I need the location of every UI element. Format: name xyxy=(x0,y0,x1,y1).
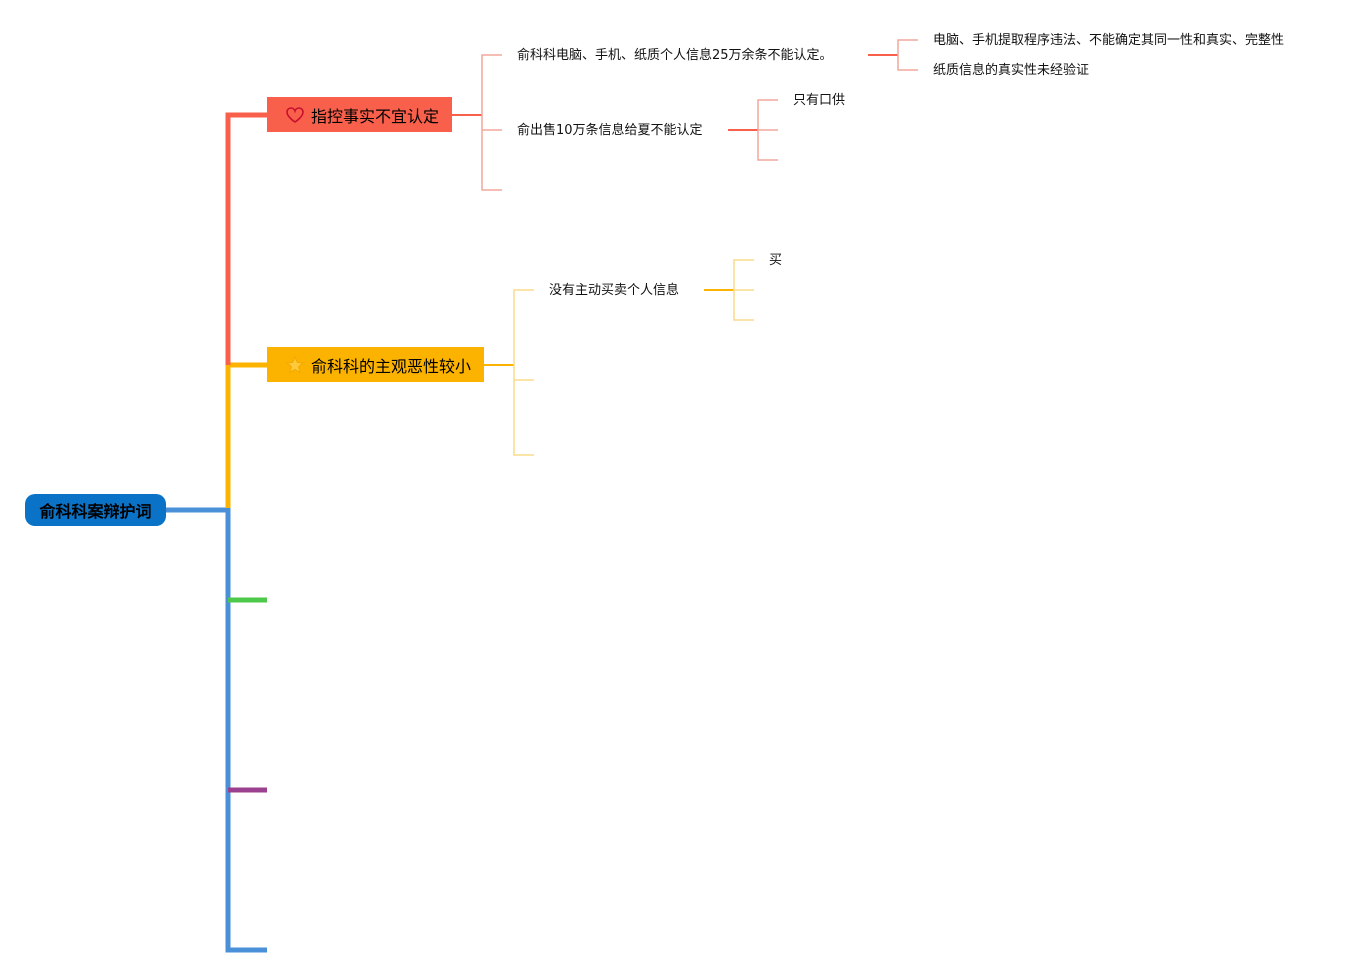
subtopic-1[interactable]: 俞科科电脑、手机、纸质个人信息25万余条不能认定。 xyxy=(517,48,833,63)
subtopic-2[interactable]: 俞出售10万条信息给夏不能认定 xyxy=(517,123,703,138)
heart-icon xyxy=(285,105,305,125)
s3-bracket xyxy=(733,259,754,321)
topic-label-2: 俞科科的主观恶性较小 xyxy=(311,356,472,376)
trunk-line-red xyxy=(225,112,267,365)
subtopic-3-item-1[interactable]: 买 xyxy=(769,253,783,268)
s2-bracket xyxy=(757,99,778,161)
root-node[interactable]: 俞科科案辩护词 xyxy=(25,494,166,526)
t2-bracket xyxy=(513,289,534,456)
subtopic-1-item-1[interactable]: 电脑、手机提取程序违法、不能确定其同一性和真实、完整性 xyxy=(933,33,1285,48)
topic-node-1[interactable]: 指控事实不宜认定 xyxy=(267,97,452,132)
trunk-line-blue xyxy=(166,507,267,953)
star-icon xyxy=(285,355,305,375)
t1-bracket xyxy=(481,54,502,191)
subtopic-3[interactable]: 没有主动买卖个人信息 xyxy=(549,283,680,298)
topic-label-1: 指控事实不宜认定 xyxy=(311,106,440,126)
subtopic-2-item-1[interactable]: 只有口供 xyxy=(793,93,846,108)
subtopic-1-item-2[interactable]: 纸质信息的真实性未经验证 xyxy=(933,63,1090,78)
topic-node-2[interactable]: 俞科科的主观恶性较小 xyxy=(267,347,484,382)
trunk-line-yellow xyxy=(225,362,267,508)
root-label: 俞科科案辩护词 xyxy=(39,502,152,521)
s1-bracket xyxy=(897,39,918,71)
